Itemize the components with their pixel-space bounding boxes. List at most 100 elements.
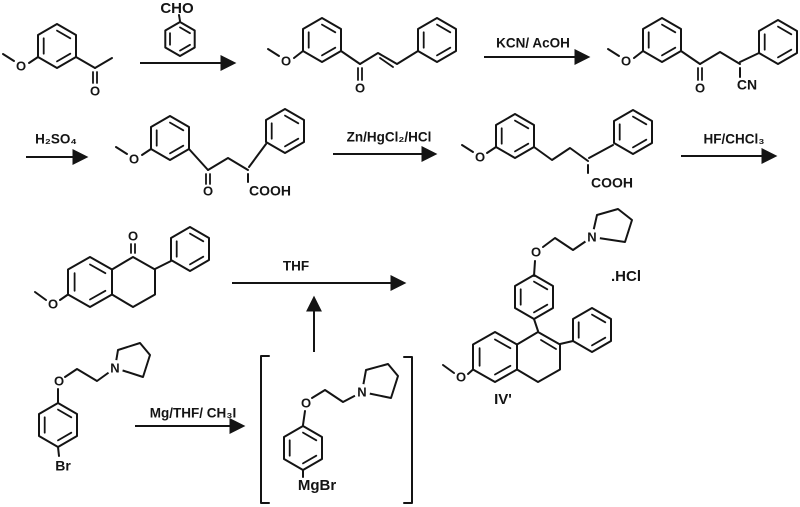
bond [178,14,181,22]
bond [633,50,644,59]
bond [188,148,209,171]
bond [115,146,128,155]
atom-oxygen: O [621,53,631,68]
atom-nitrogen: N [110,360,119,375]
chain [533,146,589,162]
bond [461,144,474,153]
double-bond [494,338,512,350]
molecule-arylbutyric-acid: O COOH [461,109,653,191]
bond [293,50,304,59]
bond [141,148,152,156]
bond [267,48,280,57]
phenyl-ring [613,109,653,155]
double-bond [540,339,557,350]
atom-oxygen: O [16,58,26,73]
phenyl-ring [572,307,612,353]
reagent-label: KCN/ AcOH [496,36,570,51]
bond [680,50,701,65]
reagent-label: HF/CHCl₃ [704,132,765,147]
bond [248,143,267,168]
ethoxy-chain [311,389,363,403]
benzene-ring [302,17,342,63]
molecule-tetralone: O O [34,226,210,311]
bond [28,56,39,64]
bond [154,260,172,270]
molecule-aryl-bromide: N O Br [38,342,151,474]
reaction-arrow-2: KCN/ AcOH [484,36,591,65]
reagent-label: THF [283,259,309,274]
phenyl-ring [758,19,798,65]
bond [533,318,539,332]
bond [533,260,536,277]
reagent-label: Zn/HgCl₂/HCl [347,130,432,145]
molecule-chalcone: O O [267,17,457,95]
bracket-left [260,355,270,504]
bond [442,364,455,374]
benzene-ring [150,115,190,161]
reagent-label: Mg/THF/ CH₃I [150,406,236,421]
benzene-ring [38,402,78,448]
bond [302,410,306,426]
atom-oxygen: O [128,228,138,243]
bond [486,146,497,154]
atom-mask [107,360,123,376]
salt-label: .HCl [611,268,641,285]
molecule-benzaldehyde: CHO [160,0,196,57]
bond [75,56,96,69]
atom-bromide: Br [55,458,71,474]
product-id-label: IV' [494,391,512,408]
ethoxy-chain [542,236,593,251]
benzene-ring [495,113,535,159]
atom-oxygen: O [203,183,213,198]
double-bond [379,57,394,68]
atom-oxygen: O [695,80,705,95]
bond [340,50,361,65]
reaction-arrow-7: Mg/THF/ CH₃I [135,406,246,434]
bracket-right [403,356,413,504]
double-bond [494,364,512,376]
reaction-arrow-5: HF/CHCl₃ [681,132,778,164]
dihydro-ring [516,331,561,383]
atom-oxygen: O [355,80,365,95]
chain [699,51,741,65]
bond [559,340,574,345]
atom-grignard: MgBr [298,477,336,494]
bond [467,368,474,375]
bond [57,446,60,457]
atom-oxygen: O [301,395,311,410]
molecule-keto-acid: O O COOH [115,108,305,199]
molecule-nitrile: O O CN [607,17,798,95]
atom-nitrogen: N [357,384,366,399]
reaction-arrow-3: H₂SO₄ [26,132,89,165]
benzene-ring [164,21,196,57]
saturated-ring [111,256,156,308]
double-bond [89,289,107,301]
atom-oxygen: O [475,149,485,164]
reaction-arrow-6: THF [232,259,407,291]
benzene-ring [283,425,323,471]
bond [739,52,760,63]
chain [207,157,249,171]
atom-nitrogen: N [587,229,596,244]
atom-nitrile: CN [737,77,757,93]
atom-oxygen: O [54,373,64,388]
atom-aldehyde: CHO [160,0,194,17]
reagent-label: H₂SO₄ [35,132,77,147]
benzene-ring [37,23,77,69]
atom-oxygen: O [456,369,466,384]
molecule-methoxyacetophenone: O O [2,23,113,98]
bond [94,57,113,69]
bond [588,144,614,159]
atom-oxygen: O [129,151,139,166]
phenyl-ring [265,108,305,154]
atom-mask [584,229,600,245]
molecule-grignard-intermediate: N O MgBr [260,355,413,504]
molecule-product-IV: N O .HCl O IV' [442,208,641,408]
phenyl-ring [417,17,457,63]
bond [34,291,47,301]
atom-oxygen: O [531,244,541,259]
bond [2,53,15,62]
atom-carboxyl: COOH [591,175,633,191]
